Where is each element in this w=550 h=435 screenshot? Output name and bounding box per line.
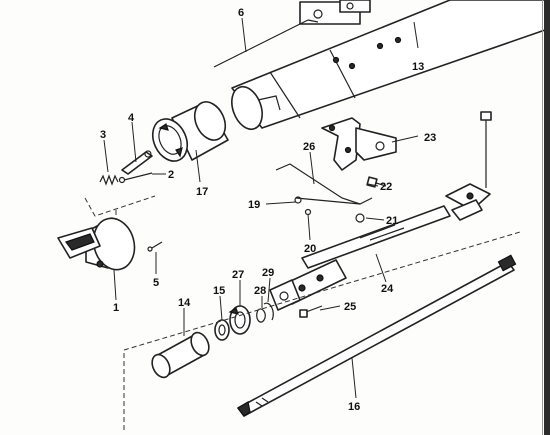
shift-rod bbox=[213, 19, 319, 68]
lock-housing bbox=[57, 217, 136, 271]
page-edge-shadow bbox=[542, 0, 543, 435]
callout-3: 3 bbox=[100, 129, 106, 141]
callout-27: 27 bbox=[232, 269, 244, 281]
callout-13: 13 bbox=[412, 61, 424, 73]
callout-24: 24 bbox=[381, 283, 394, 295]
joint-bolt bbox=[299, 305, 323, 318]
seal bbox=[214, 319, 230, 341]
callout-25: 25 bbox=[344, 301, 356, 313]
intermediate-shaft bbox=[301, 205, 451, 269]
callout-22: 22 bbox=[380, 181, 392, 193]
leader-lines bbox=[103, 17, 419, 399]
callout-4: 4 bbox=[128, 112, 135, 124]
callout-17: 17 bbox=[196, 186, 208, 198]
callout-29: 29 bbox=[262, 267, 274, 279]
callout-5: 5 bbox=[153, 277, 159, 289]
callout-15: 15 bbox=[213, 285, 225, 297]
callout-2: 2 bbox=[168, 169, 174, 181]
lower-sleeve bbox=[151, 331, 210, 379]
callout-21: 21 bbox=[386, 215, 398, 227]
callout-26: 26 bbox=[303, 141, 315, 153]
callout-1: 1 bbox=[113, 302, 119, 314]
callout-23: 23 bbox=[424, 132, 436, 144]
callout-14: 14 bbox=[178, 297, 191, 309]
assembly-guide-line bbox=[84, 195, 156, 217]
column-jacket-tube bbox=[231, 0, 546, 131]
callout-19: 19 bbox=[248, 199, 260, 211]
lever-pin bbox=[121, 150, 153, 175]
small-screw bbox=[147, 241, 163, 252]
callout-6: 6 bbox=[238, 7, 244, 19]
callout-28: 28 bbox=[254, 285, 266, 297]
page-edge-border bbox=[544, 0, 550, 435]
bearing-assembly bbox=[228, 302, 274, 335]
steering-shaft bbox=[237, 254, 517, 417]
callout-16: 16 bbox=[348, 401, 360, 413]
linkage-nut bbox=[304, 208, 365, 223]
callout-20: 20 bbox=[304, 243, 316, 255]
spring bbox=[99, 174, 119, 186]
shift-linkage bbox=[275, 163, 373, 205]
bearing-housing bbox=[151, 101, 229, 162]
lower-universal-joint bbox=[269, 259, 347, 311]
retaining-pin bbox=[118, 172, 153, 184]
lower-assembly-outline bbox=[123, 231, 521, 430]
column-bracket bbox=[321, 117, 397, 171]
upper-universal-joint bbox=[445, 111, 492, 221]
